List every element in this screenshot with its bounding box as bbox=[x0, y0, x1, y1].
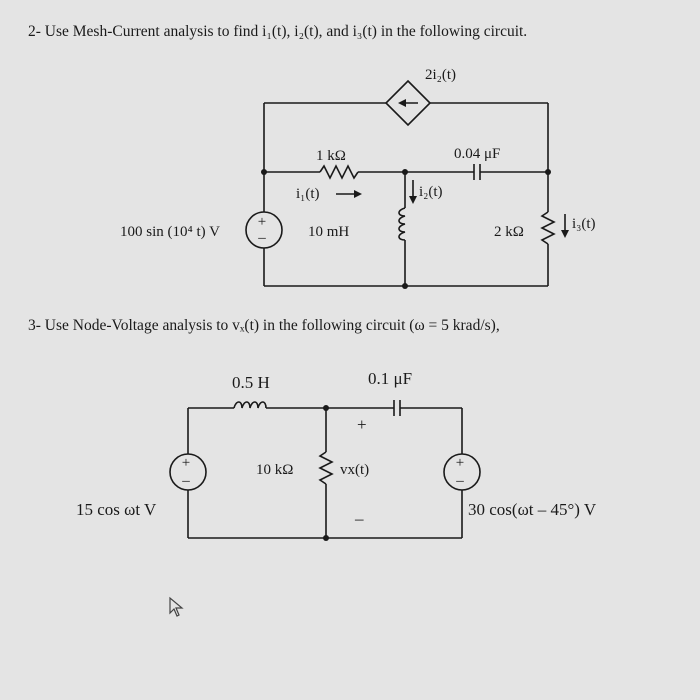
junction-dot bbox=[323, 405, 329, 411]
mesh-current-1-label: i₁(t) bbox=[296, 186, 320, 202]
mouse-cursor-icon bbox=[169, 596, 184, 617]
inductor-label: 10 mH bbox=[308, 224, 349, 240]
capacitor-label: 0.04 μF bbox=[454, 146, 500, 162]
problem-2-statement: 2- Use Mesh-Current analysis to find i₁(… bbox=[28, 23, 528, 40]
mesh-current-2-label: i₂(t) bbox=[419, 184, 443, 200]
dependent-source-label: 2i₂(t) bbox=[425, 67, 456, 83]
resistor-10k-symbol bbox=[318, 451, 334, 485]
junction-dot bbox=[545, 169, 551, 175]
resistor-10k-label: 10 kΩ bbox=[256, 462, 293, 478]
junction-dot bbox=[402, 169, 408, 175]
junction-dot bbox=[323, 535, 329, 541]
resistor-1k-symbol bbox=[319, 164, 359, 180]
arrowhead bbox=[354, 190, 362, 198]
right-source-minus-sign: – bbox=[455, 473, 464, 489]
source-left-label: 15 cos ωt V bbox=[76, 500, 157, 519]
vx-minus-sign: – bbox=[354, 509, 364, 528]
right-source-plus-sign: + bbox=[456, 455, 464, 471]
source-minus-sign: – bbox=[257, 230, 266, 246]
left-source-minus-sign: – bbox=[181, 473, 190, 489]
left-source-plus-sign: + bbox=[182, 455, 190, 471]
arrowhead bbox=[398, 99, 406, 107]
resistor-1k-label: 1 kΩ bbox=[316, 148, 346, 164]
inductor-label: 0.5 H bbox=[232, 373, 270, 392]
source-plus-sign: + bbox=[258, 214, 266, 230]
source-right-label: 30 cos(ωt – 45°) V bbox=[468, 500, 597, 519]
capacitor-label: 0.1 μF bbox=[368, 369, 412, 388]
problem-3-statement: 3- Use Node-Voltage analysis to vₓ(t) in… bbox=[28, 317, 500, 334]
resistor-2k-symbol bbox=[540, 211, 556, 245]
inductor-10mh-symbol bbox=[398, 207, 406, 241]
vx-label: vx(t) bbox=[340, 462, 369, 478]
vx-plus-sign: + bbox=[357, 415, 367, 434]
voltage-source-label: 100 sin (10⁴ t) V bbox=[120, 224, 220, 240]
inductor-0.5h-symbol bbox=[233, 401, 267, 409]
arrowhead bbox=[561, 230, 569, 238]
mesh-current-3-label: i₃(t) bbox=[572, 216, 596, 232]
junction-dot bbox=[402, 283, 408, 289]
dependent-current-source bbox=[384, 79, 432, 127]
resistor-2k-label: 2 kΩ bbox=[494, 224, 524, 240]
junction-dot bbox=[261, 169, 267, 175]
arrowhead bbox=[409, 196, 417, 204]
